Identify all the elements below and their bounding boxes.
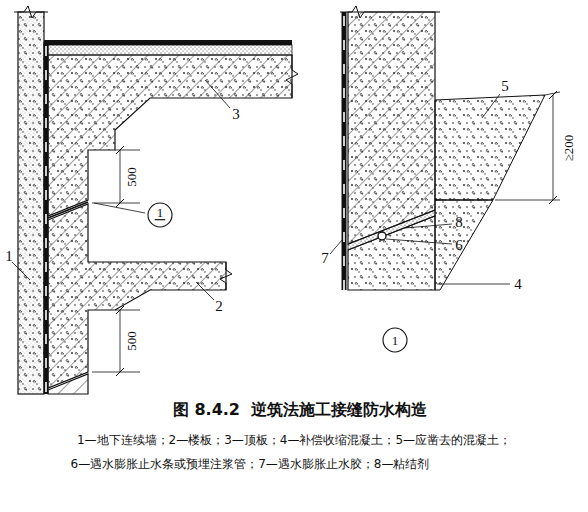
callout-number: 7 (321, 251, 329, 266)
callout-circle: 1 (147, 202, 173, 228)
callout-number: 1 (147, 206, 173, 219)
callout-number: 6 (455, 238, 463, 253)
dimension: ≥200 (562, 134, 575, 163)
callout-number: 3 (232, 107, 240, 122)
callout-number: 5 (501, 79, 509, 94)
callout-number: 1 (5, 249, 13, 264)
figure-caption: 图 8.4.2 逆筑法施工接缝防水构造 (173, 402, 427, 418)
legend-text: 6—遇水膨胀止水条或预埋注浆管；7—遇水膨胀止水胶；8—粘结剂 (71, 458, 430, 470)
legend-text: 1—地下连续墙；2—楼板；3—顶板；4—补偿收缩混凝土；5—应凿去的混凝土； (77, 434, 511, 446)
callout-number: 8 (455, 215, 463, 230)
dimension: 500 (125, 166, 138, 188)
callout-circle: 1 (382, 327, 408, 353)
callout-number: 1 (382, 334, 408, 347)
callout-number: 4 (514, 277, 522, 292)
dimension: 500 (125, 330, 138, 352)
callout-number: 2 (215, 299, 223, 314)
